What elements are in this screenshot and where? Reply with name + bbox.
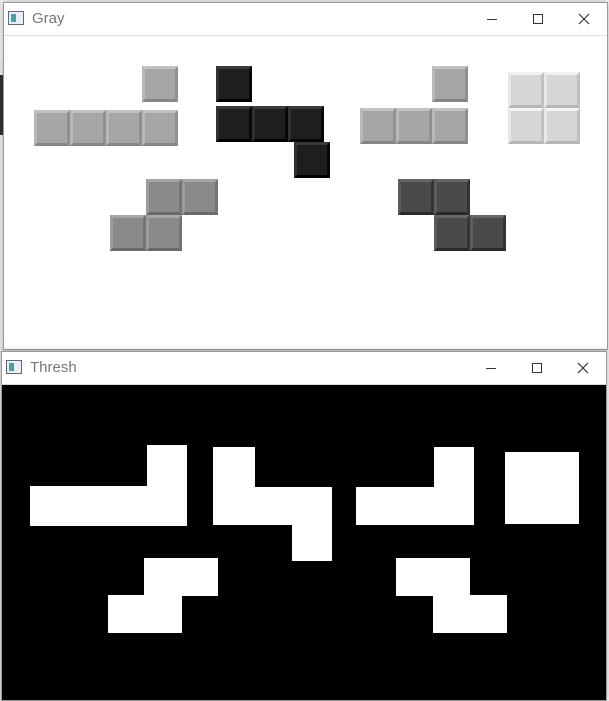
app-window-icon	[8, 11, 24, 25]
threshold-blob	[433, 595, 507, 633]
thresh-titlebar[interactable]: Thresh	[2, 352, 606, 385]
minimize-button[interactable]	[468, 352, 514, 384]
tetromino-cell	[360, 108, 396, 144]
thresh-window[interactable]: Thresh	[1, 351, 607, 701]
gray-titlebar[interactable]: Gray	[4, 3, 607, 36]
threshold-blob	[147, 445, 187, 526]
tetromino-cell	[396, 108, 432, 144]
tetromino-cell	[146, 179, 182, 215]
tetromino-cell	[288, 106, 324, 142]
tetromino-cell	[508, 72, 544, 108]
threshold-blob	[434, 447, 474, 525]
tetromino-cell	[34, 110, 70, 146]
tetromino-cell	[432, 108, 468, 144]
tetromino-cell	[508, 108, 544, 144]
app-window-icon	[6, 360, 22, 374]
tetromino-cell	[294, 142, 330, 178]
close-button[interactable]	[560, 352, 606, 384]
maximize-button[interactable]	[514, 352, 560, 384]
tetromino-cell	[432, 66, 468, 102]
minimize-icon	[486, 367, 496, 369]
tetromino-cell	[182, 179, 218, 215]
close-icon	[578, 13, 590, 25]
tetromino-cell	[252, 106, 288, 142]
tetromino-cell	[142, 110, 178, 146]
tetromino-cell	[398, 179, 434, 215]
tetromino-cell	[434, 215, 470, 251]
threshold-blob	[108, 595, 182, 633]
maximize-icon	[532, 363, 542, 373]
tetromino-cell	[106, 110, 142, 146]
threshold-blob	[292, 487, 332, 561]
tetromino-cell	[470, 215, 506, 251]
threshold-blob	[396, 558, 470, 596]
tetromino-cell	[70, 110, 106, 146]
tetromino-cell	[142, 66, 178, 102]
close-icon	[577, 362, 589, 374]
background-edge-right	[605, 0, 609, 701]
threshold-blob	[505, 452, 579, 524]
thresh-image-canvas	[2, 385, 606, 700]
threshold-blob	[144, 558, 218, 596]
tetromino-cell	[544, 108, 580, 144]
tetromino-cell	[434, 179, 470, 215]
background-fragment	[0, 75, 3, 135]
minimize-button[interactable]	[469, 3, 515, 35]
window-title: Thresh	[30, 359, 77, 376]
gray-window[interactable]: Gray	[3, 2, 608, 350]
minimize-icon	[487, 18, 497, 20]
window-title: Gray	[32, 10, 65, 27]
tetromino-cell	[110, 215, 146, 251]
maximize-icon	[533, 14, 543, 24]
tetromino-cell	[216, 66, 252, 102]
close-button[interactable]	[561, 3, 607, 35]
tetromino-cell	[146, 215, 182, 251]
tetromino-cell	[544, 72, 580, 108]
gray-image-canvas	[4, 36, 607, 349]
maximize-button[interactable]	[515, 3, 561, 35]
tetromino-cell	[216, 106, 252, 142]
